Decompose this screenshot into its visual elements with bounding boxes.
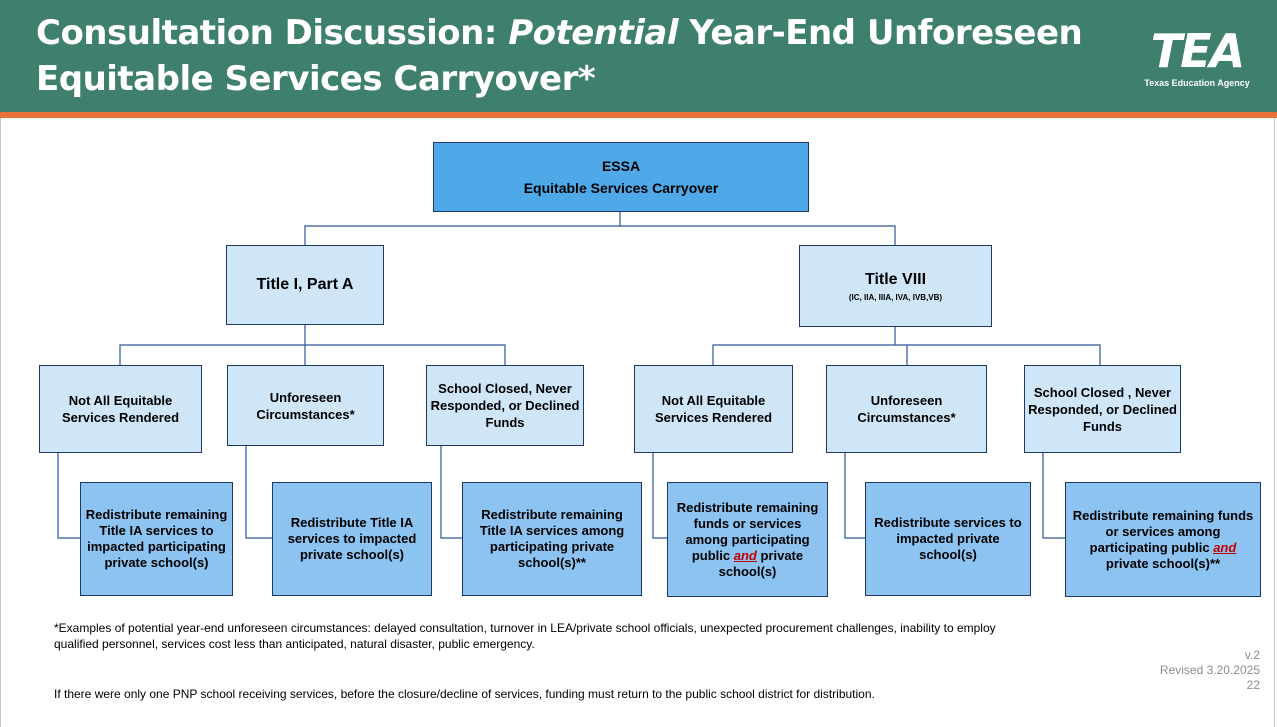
root-box-essa: ESSA Equitable Services Carryover <box>433 142 809 212</box>
header-bar: Consultation Discussion: Potential Year-… <box>0 0 1277 112</box>
connector-cat2-act2 <box>245 446 272 539</box>
action-right-3: Redistribute remaining funds or services… <box>1065 482 1261 597</box>
action-right-1: Redistribute remaining funds or services… <box>667 482 828 597</box>
action-label: Redistribute remaining funds or services… <box>676 499 819 579</box>
action-label: Redistribute remaining Title IA services… <box>85 507 228 570</box>
title-box-title-ia: Title I, Part A <box>226 245 384 325</box>
footnote-single-pnp: If there were only one PNP school receiv… <box>54 687 875 701</box>
page-title: Consultation Discussion: Potential Year-… <box>36 13 1083 99</box>
category-right-unforeseen: Unforeseen Circumstances* <box>826 365 987 453</box>
footnote-unforeseen-examples: *Examples of potential year-end unforese… <box>54 621 996 651</box>
category-left-not-all-rendered: Not All Equitable Services Rendered <box>39 365 202 453</box>
connector-cat5-act5 <box>844 453 865 539</box>
logo-mark: TEA <box>1150 24 1245 78</box>
category-right-school-closed: School Closed , Never Responded, or Decl… <box>1024 365 1181 453</box>
category-left-school-closed: School Closed, Never Responded, or Decli… <box>426 365 584 446</box>
title-viii-subtitle: (IC, IIA, IIIA, IVA, IVB,VB) <box>848 292 943 302</box>
logo-text: Texas Education Agency <box>1144 78 1250 88</box>
category-label: School Closed , Never Responded, or Decl… <box>1028 384 1177 434</box>
header-divider <box>0 112 1277 118</box>
tea-logo: TEA Texas Education Agency <box>1138 26 1256 96</box>
root-line2: Equitable Services Carryover <box>523 180 719 196</box>
category-right-not-all-rendered: Not All Equitable Services Rendered <box>634 365 793 453</box>
action-left-3: Redistribute remaining Title IA services… <box>462 482 642 596</box>
page-number: 22 <box>1246 678 1260 692</box>
title-ia-label: Title I, Part A <box>256 276 354 293</box>
action-left-2: Redistribute Title IA services to impact… <box>272 482 432 596</box>
category-label: Not All Equitable Services Rendered <box>61 393 180 425</box>
root-line1: ESSA <box>601 158 641 174</box>
action-left-1: Redistribute remaining Title IA services… <box>80 482 233 596</box>
connector-right-cat3 <box>907 344 1101 365</box>
title-viii-label: Title VIII <box>864 270 927 288</box>
connector-cat6-act6 <box>1042 453 1065 539</box>
connector-right-cats <box>712 327 896 365</box>
revised-date: Revised 3.20.2025 <box>1159 663 1260 677</box>
connector-right-cat2 <box>895 344 908 365</box>
connector-root-left <box>304 212 621 245</box>
action-label: Redistribute remaining Title IA services… <box>479 507 625 570</box>
emphasis-and: and <box>733 547 757 563</box>
emphasis-and: and <box>1213 539 1237 555</box>
connector-cat4-act4 <box>652 453 667 539</box>
action-label: Redistribute services to impacted privat… <box>874 515 1022 562</box>
connector-cat1-act1 <box>57 453 80 539</box>
connector-cat3-act3 <box>440 446 462 539</box>
version-info: v.2 Revised 3.20.2025 22 <box>1160 648 1260 693</box>
action-label: Redistribute remaining funds or services… <box>1072 507 1254 571</box>
version-number: v.2 <box>1244 648 1260 662</box>
action-right-2: Redistribute services to impacted privat… <box>865 482 1031 596</box>
connector-left-cat3 <box>305 344 506 365</box>
action-label: Redistribute Title IA services to impact… <box>287 515 417 562</box>
slide-frame <box>0 118 1275 727</box>
category-label: Not All Equitable Services Rendered <box>654 393 773 425</box>
category-label: School Closed, Never Responded, or Decli… <box>430 381 580 430</box>
title-box-title-viii: Title VIII (IC, IIA, IIIA, IVA, IVB,VB) <box>799 245 992 327</box>
connector-root-right <box>620 225 896 245</box>
connector-left-cats <box>119 325 306 365</box>
category-left-unforeseen: Unforeseen Circumstances* <box>227 365 384 446</box>
category-label: Unforeseen Circumstances* <box>256 389 355 422</box>
category-label: Unforeseen Circumstances* <box>857 393 956 425</box>
